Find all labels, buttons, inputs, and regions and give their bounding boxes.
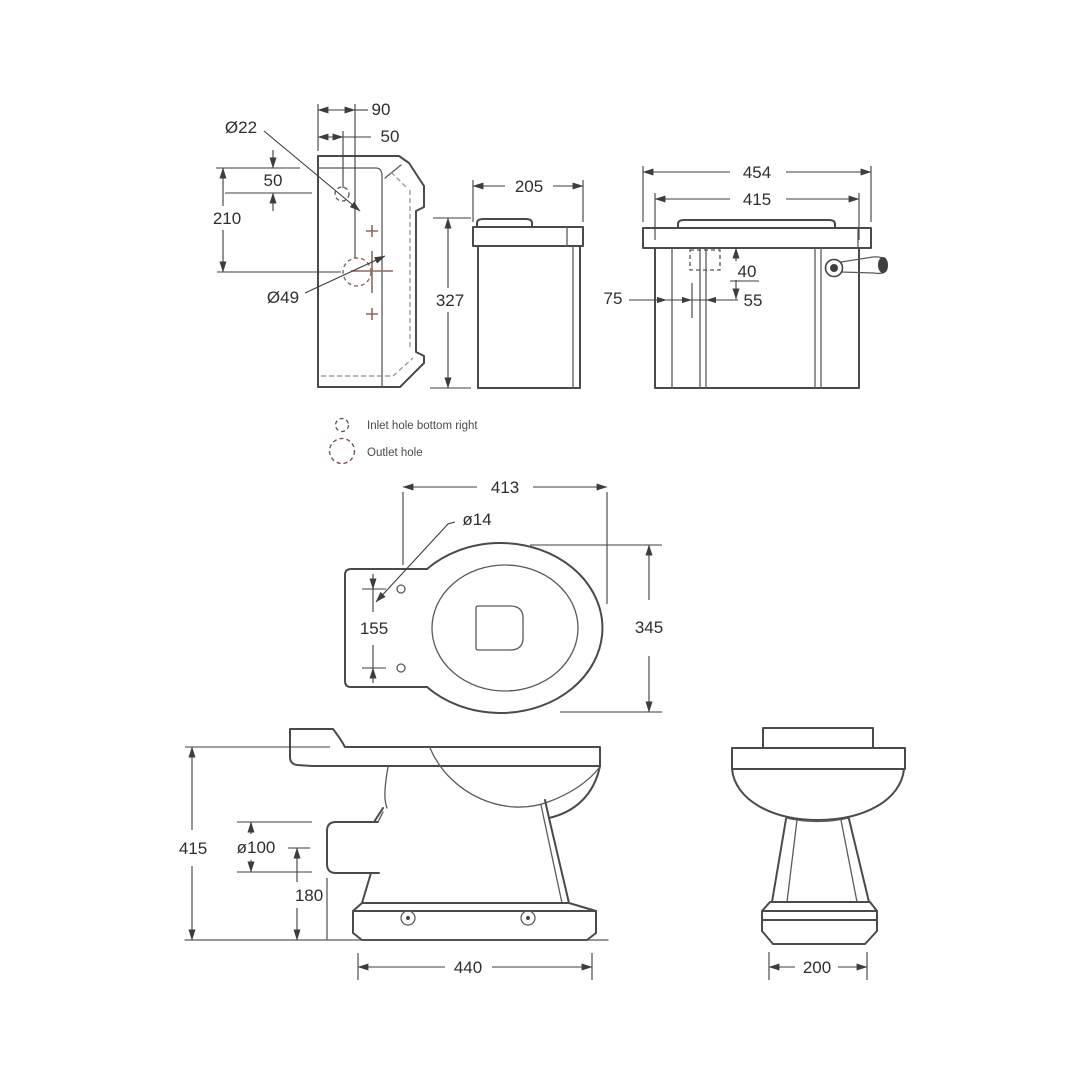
foot-screw-hole-left [400, 910, 416, 926]
dim-dia100-label: ø100 [237, 838, 276, 857]
legend: Inlet hole bottom right Outlet hole [328, 417, 478, 465]
dia49-label: Ø49 [267, 288, 299, 307]
dim-345-label: 345 [635, 618, 663, 637]
panfront-pedestal-edges [771, 818, 870, 903]
panfront-cistern-stub [762, 727, 874, 749]
cistern-back-inner-top [317, 167, 383, 388]
outlet-hole-49 [342, 257, 372, 287]
cistern-back-view: 90 50 Ø22 50 210 Ø49 [213, 100, 425, 388]
dia14-label: ø14 [462, 510, 491, 529]
pedestal-right-inner [540, 804, 563, 904]
cistern-front-lid [642, 227, 872, 249]
pan-front-view: 200 [731, 727, 906, 980]
dim-327-label: 327 [436, 291, 464, 310]
pan-side-view: 415 ø100 180 440 [179, 728, 609, 980]
pan-plan-view: 413 ø14 155 345 [344, 478, 663, 714]
pan-foot [352, 902, 597, 941]
cistern-side-body [477, 245, 581, 389]
fixing-cross-bottom [366, 308, 378, 320]
dim-454-label: 454 [743, 163, 771, 182]
spigot-joint [377, 811, 384, 823]
cistern-back-outline [317, 155, 425, 388]
dim-55-label: 55 [744, 291, 763, 310]
pedestal-right-edge [544, 799, 570, 904]
pan-side-shelf-bump [289, 728, 346, 767]
hidden-hole-rect [689, 249, 721, 271]
dim-210-label: 210 [213, 209, 241, 228]
ext-413 [402, 492, 608, 604]
ext-345 [530, 544, 662, 713]
dim-415-label: 415 [743, 190, 771, 209]
foot-screw-hole-right [520, 910, 536, 926]
seat-fixing-hole-bottom [396, 663, 406, 673]
outlet-hole-icon [328, 437, 356, 465]
dim-75-label: 75 [604, 289, 623, 308]
flush-lever-tip [878, 257, 888, 273]
cistern-back-hidden-bottom [321, 357, 414, 377]
cistern-side-view: 205 327 [430, 177, 584, 389]
panfront-bowl [731, 768, 905, 821]
cistern-back-hidden-topchamfer [390, 171, 409, 190]
pan-rear-shelf [344, 568, 428, 688]
pan-side-rim [311, 746, 601, 767]
foot-screw-dot-left [406, 916, 410, 920]
dia22-leader [263, 130, 361, 212]
cistern-side-lid [472, 226, 584, 247]
panfront-seat-slab [731, 747, 906, 770]
cistern-back-inner-chamfer [384, 164, 402, 179]
dim-50top-label: 50 [381, 127, 400, 146]
ext-lines-left [216, 167, 341, 273]
dia49-leader [304, 255, 386, 294]
flush-lever-boss-center [830, 264, 838, 272]
dim-415pan-label: 415 [179, 839, 207, 858]
outlet-spigot [326, 821, 380, 874]
dim-205-label: 205 [515, 177, 543, 196]
pan-side-bowl-curve [429, 747, 600, 808]
dim-50left-label: 50 [264, 171, 283, 190]
fixing-cross-top [366, 225, 378, 237]
legend-inlet-label: Inlet hole bottom right [367, 420, 478, 432]
dim-200-label: 200 [803, 958, 831, 977]
seat-fixing-hole-top [396, 584, 406, 594]
fixing-cross-center [351, 251, 393, 293]
dia14-leader [375, 521, 456, 603]
panfront-pedestal-inner [786, 819, 858, 903]
inlet-hole-icon [334, 417, 350, 433]
pan-side-trap-back [384, 766, 389, 809]
dim-90-label: 90 [372, 100, 391, 119]
pedestal-left-edge [361, 807, 384, 904]
legend-outlet-label: Outlet hole [367, 447, 423, 459]
cistern-side-lid-bump [476, 218, 533, 228]
pan-bowl-outline [426, 542, 604, 714]
panfront-pedestal-top-curve [785, 817, 850, 823]
dia22-label: Ø22 [225, 118, 257, 137]
dim-440-label: 440 [454, 958, 482, 977]
dim-413-label: 413 [491, 478, 519, 497]
cistern-front-lid-bump [677, 219, 836, 229]
dim-155-label: 155 [360, 619, 388, 638]
pan-inner-rim [431, 564, 579, 692]
cistern-front-body [654, 247, 860, 389]
panfront-foot [761, 901, 878, 945]
dim-7555-arrows [657, 296, 716, 304]
dim-40-label: 40 [738, 262, 757, 281]
pan-side-belly [548, 765, 601, 819]
foot-screw-dot-right [526, 916, 530, 920]
dim-180-label: 180 [295, 886, 323, 905]
pan-water-area [475, 605, 524, 651]
cistern-front-panel-lines [671, 247, 822, 389]
cistern-front-view: 454 415 40 75 55 [604, 163, 888, 389]
inlet-hole-22 [334, 186, 350, 202]
